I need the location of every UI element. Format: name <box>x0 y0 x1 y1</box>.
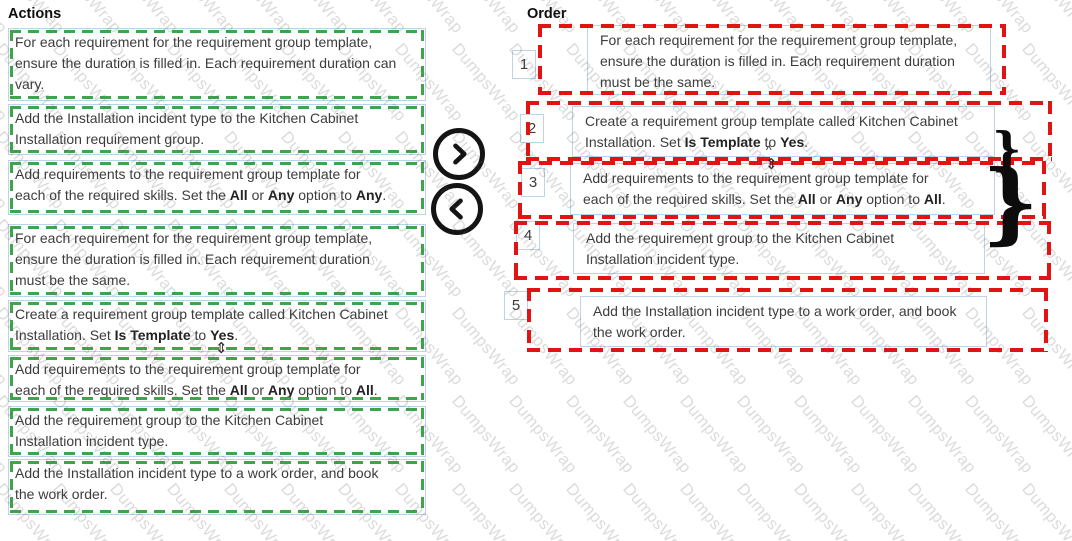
action-item-text: Add requirements to the requirement grou… <box>15 361 378 398</box>
watermark-text: DumpsWrap <box>1018 216 1072 302</box>
action-item-1[interactable]: For each requirement for the requirement… <box>8 28 426 101</box>
watermark-text: DumpsWrap <box>1018 40 1072 126</box>
action-item-text: For each requirement for the requirement… <box>15 230 373 288</box>
action-item-text: Create a requirement group template call… <box>15 306 388 343</box>
order-item-4[interactable]: Add the requirement group to the Kitchen… <box>573 223 985 274</box>
watermark-text: DumpsWrap <box>904 392 980 478</box>
watermark-text: DumpsWrap <box>1018 304 1072 390</box>
watermark-text: DumpsWrap <box>676 392 752 478</box>
order-slot-number-4: 4 <box>516 221 540 250</box>
watermark-text: DumpsWrap <box>505 392 581 478</box>
order-column-header: Order <box>527 6 567 22</box>
watermark-text: DumpsWrap <box>1018 480 1072 541</box>
watermark-text: DumpsWrap <box>961 392 1037 478</box>
action-item-text: Add the Installation incident type to a … <box>15 465 379 502</box>
action-item-6[interactable]: Add requirements to the requirement grou… <box>8 355 426 402</box>
watermark-text: DumpsWrap <box>619 392 695 478</box>
move-left-button[interactable] <box>431 183 483 235</box>
action-item-4[interactable]: For each requirement for the requirement… <box>8 224 426 297</box>
watermark-text: DumpsWrap <box>790 480 866 541</box>
action-item-text: Add the requirement group to the Kitchen… <box>15 412 324 449</box>
move-right-button[interactable] <box>433 128 485 180</box>
watermark-text: DumpsWrap <box>733 480 809 541</box>
order-slot-number-1: 1 <box>512 50 536 79</box>
watermark-text: DumpsWrap <box>505 480 581 541</box>
order-slot-number-2: 2 <box>520 114 544 143</box>
action-item-3[interactable]: Add requirements to the requirement grou… <box>8 160 426 215</box>
watermark-text: DumpsWrap <box>961 480 1037 541</box>
watermark-text: DumpsWrap <box>1018 392 1072 478</box>
watermark-text: DumpsWrap <box>790 392 866 478</box>
actions-column-header: Actions <box>8 6 62 22</box>
action-item-text: For each requirement for the requirement… <box>15 34 397 92</box>
watermark-text: DumpsWrap <box>904 480 980 541</box>
watermark-text: DumpsWrap <box>1017 0 1072 38</box>
watermark-text: DumpsWrap <box>619 480 695 541</box>
order-item-1[interactable]: For each requirement for the requirement… <box>587 25 991 95</box>
watermark-text: DumpsWrap <box>847 392 923 478</box>
watermark-text: DumpsWrap <box>447 0 523 38</box>
action-item-7[interactable]: Add the requirement group to the Kitchen… <box>8 406 426 457</box>
watermark-text: DumpsWrap <box>733 392 809 478</box>
watermark-text: DumpsWrap <box>448 480 524 541</box>
order-item-3[interactable]: Add requirements to the requirement grou… <box>570 163 995 215</box>
watermark-text: DumpsWrap <box>676 480 752 541</box>
order-item-5[interactable]: Add the Installation incident type to a … <box>580 296 987 347</box>
action-item-2[interactable]: Add the Installation incident type to th… <box>8 104 426 155</box>
order-slot-number-3: 3 <box>521 168 545 197</box>
chevron-right-icon <box>453 143 467 165</box>
action-item-8[interactable]: Add the Installation incident type to a … <box>8 459 426 515</box>
brace-annotation-small: } <box>992 122 1022 176</box>
order-item-2[interactable]: Create a requirement group template call… <box>572 106 995 157</box>
action-item-text: Add requirements to the requirement grou… <box>15 166 387 203</box>
watermark-text: DumpsWrap <box>847 480 923 541</box>
watermark-text: DumpsWrap <box>562 392 638 478</box>
order-slot-number-5: 5 <box>504 291 528 320</box>
chevron-left-icon <box>449 198 463 220</box>
action-item-text: Add the Installation incident type to th… <box>15 110 359 147</box>
action-item-5[interactable]: Create a requirement group template call… <box>8 300 426 352</box>
watermark-text: DumpsWrap <box>1018 128 1072 214</box>
watermark-text: DumpsWrap <box>562 480 638 541</box>
watermark-text: DumpsWrap <box>448 392 524 478</box>
